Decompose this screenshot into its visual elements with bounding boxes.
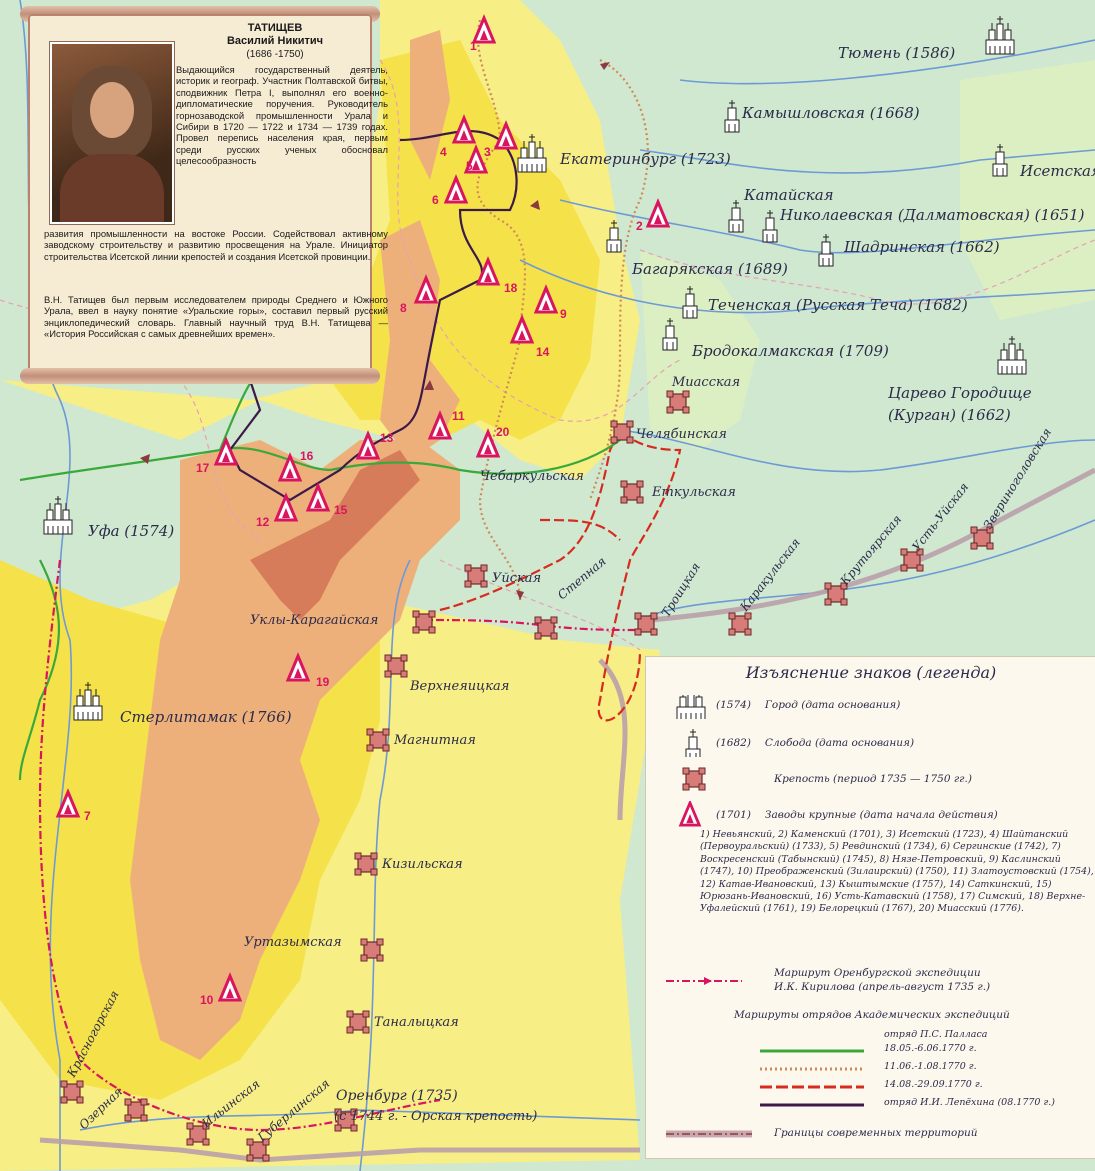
kirilov-route-swatch xyxy=(666,977,742,985)
works-number: 19 xyxy=(316,675,330,689)
works-number: 16 xyxy=(300,449,314,463)
works-number: 11 xyxy=(452,409,465,423)
place-label-etkulskaya: Еткульская xyxy=(651,485,736,500)
factory-icon xyxy=(679,801,701,827)
place-label-kataiskaya: Катайская xyxy=(743,186,834,204)
bio-paragraph-3: В.Н. Татищев был первым исследователем п… xyxy=(44,294,388,340)
bio-paragraph-1: Выдающийся государственный деятель, исто… xyxy=(176,64,388,167)
legend-city-desc: Город (дата основания) xyxy=(764,699,901,711)
legend-route-1: 18.05.-6.06.1770 г. xyxy=(884,1043,977,1054)
biography-panel: ТАТИЩЕВ Василий Никитич (1686 -1750) Выд… xyxy=(20,0,388,385)
place-label-kamyshlov: Камышловская (1668) xyxy=(741,104,920,122)
place-label-techenskaya: Теченская (Русская Теча) (1682) xyxy=(708,296,968,314)
place-label-ekaterinburg: Екатеринбург (1723) xyxy=(559,150,731,168)
place-label-urtazym: Уртазымская xyxy=(244,935,342,950)
place-label-shadrinskaya: Шадринская (1662) xyxy=(843,238,1000,256)
place-label-ufa: Уфа (1574) xyxy=(88,522,174,540)
place-label-verhneyaitskaya: Верхнеяицкая xyxy=(409,679,509,694)
works-number: 8 xyxy=(400,301,407,315)
legend-route-2: 11.06.-1.08.1770 г. xyxy=(884,1061,977,1072)
legend-lepekhin: отряд И.И. Лепёхина (08.1770 г.) xyxy=(884,1097,1056,1108)
place-label-tanalyk: Таналыцкая xyxy=(374,1015,459,1030)
legend-route-3: 14.08.-29.09.1770 г. xyxy=(884,1079,983,1090)
place-label-chebarkul: Чебаркульская xyxy=(480,469,584,484)
legend-kirilov-line2: И.К. Кирилова (апрель-август 1735 г.) xyxy=(774,981,991,993)
legend-works-desc: Заводы крупные (дата начала действия) xyxy=(764,809,998,821)
border-swatch xyxy=(666,1130,752,1138)
sloboda-icon xyxy=(685,729,701,757)
works-number: 1 xyxy=(470,39,477,53)
legend-fort-desc: Крепость (период 1735 — 1750 гг.) xyxy=(774,773,972,785)
works-number: 6 xyxy=(432,193,439,207)
map-legend: Изъяснение знаков (легенда) (1574) Город … xyxy=(645,656,1095,1159)
works-number: 3 xyxy=(484,145,491,159)
place-label-tyumen: Тюмень (1586) xyxy=(838,44,955,62)
place-label-orenburg-line2: (с 1744 г. - Орская крепость) xyxy=(334,1109,537,1124)
legend-works-list: 1) Невьянский, 2) Каменский (1701), 3) И… xyxy=(700,829,1094,915)
works-number: 15 xyxy=(334,503,348,517)
bio-years: (1686 -1750) xyxy=(246,49,304,60)
place-label-tsarevo-line1: Царево Городище xyxy=(888,384,1032,402)
works-number: 4 xyxy=(440,145,447,159)
portrait-image xyxy=(50,42,174,224)
legend-borders: Границы современных территорий xyxy=(774,1127,978,1139)
works-number: 5 xyxy=(466,159,473,173)
place-label-bagaryak: Багарякская (1689) xyxy=(631,260,788,278)
works-number: 12 xyxy=(256,515,270,529)
scroll-bottom-roll xyxy=(20,368,380,384)
legend-sloboda-desc: Слобода (дата основания) xyxy=(764,737,915,749)
works-number: 17 xyxy=(196,461,210,475)
works-number: 20 xyxy=(496,425,510,439)
place-label-magnitnaya: Магнитная xyxy=(393,733,476,748)
legend-pallas: отряд П.С. Палласа xyxy=(884,1029,988,1040)
place-label-miasskaya: Миасская xyxy=(671,375,740,390)
fort-icon xyxy=(682,767,706,791)
works-number: 2 xyxy=(636,219,643,233)
place-label-sterlitamak: Стерлитамак (1766) xyxy=(120,708,292,726)
place-label-chelyabinsk: Челябинская xyxy=(636,427,727,442)
place-label-orenburg-line1: Оренбург (1735) xyxy=(336,1088,458,1104)
works-number: 18 xyxy=(504,281,518,295)
legend-acad-title: Маршруты отрядов Академических экспедици… xyxy=(734,1009,1010,1021)
works-number: 10 xyxy=(200,993,214,1007)
legend-sloboda-year: (1682) xyxy=(716,737,751,749)
city-icon xyxy=(676,695,706,719)
place-label-tsarevo-line2: (Курган) (1662) xyxy=(888,406,1011,424)
works-number: 9 xyxy=(560,307,567,321)
bio-paragraph-2: развития промышленности на востоке Росси… xyxy=(44,228,388,262)
legend-works-year: (1701) xyxy=(716,809,751,821)
works-number: 7 xyxy=(84,809,91,823)
legend-city-year: (1574) xyxy=(716,699,751,711)
legend-kirilov-line1: Маршрут Оренбургской экспедиции xyxy=(774,967,981,979)
place-label-kizilskaya: Кизильская xyxy=(381,857,463,872)
bio-title: ТАТИЩЕВ xyxy=(247,22,303,34)
works-number: 13 xyxy=(380,431,394,445)
legend-title: Изъяснение знаков (легенда) xyxy=(745,663,997,682)
place-label-nikolaevskaya: Николаевская (Далматовская) (1651) xyxy=(779,206,1085,224)
place-label-brodokalmak: Бродокалмакская (1709) xyxy=(691,342,889,360)
works-number: 14 xyxy=(536,345,550,359)
place-label-uiskaya: Уйская xyxy=(492,571,541,586)
pallas-routes-swatches xyxy=(760,1049,864,1107)
place-label-uklykaragai: Уклы-Карагайская xyxy=(250,613,378,628)
place-label-isetskaya: Исетская xyxy=(1019,162,1095,180)
bio-name: Василий Никитич xyxy=(226,35,324,47)
